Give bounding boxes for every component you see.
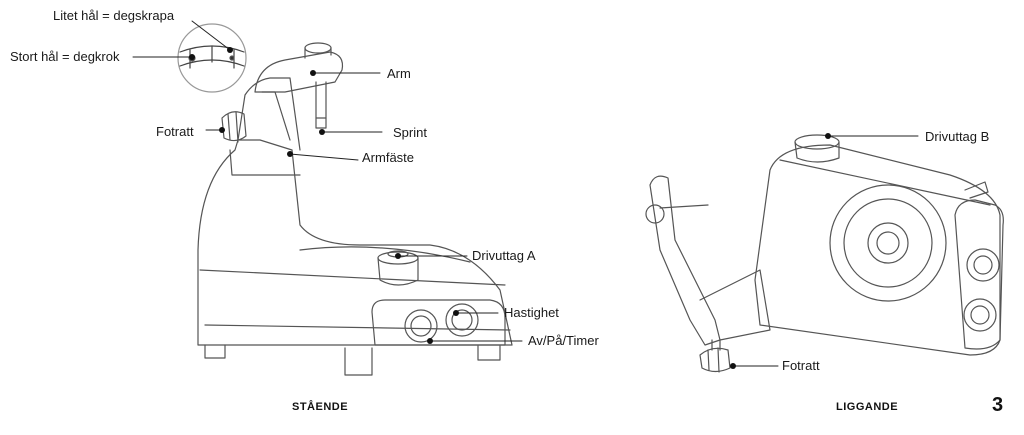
caption-standing: STÅENDE	[292, 401, 349, 413]
label-timer: Av/På/Timer	[528, 333, 599, 348]
label-arm: Arm	[387, 66, 411, 81]
caption-lying: LIGGANDE	[836, 401, 899, 413]
standing-mixer-drawing	[177, 23, 513, 376]
label-standing-knob: Fotratt	[156, 124, 194, 139]
label-lying-knob: Fotratt	[782, 358, 820, 373]
label-small-hole: Litet hål = degskrapa	[53, 8, 175, 23]
label-drive-b: Drivuttag B	[925, 129, 990, 144]
label-pin: Sprint	[393, 125, 427, 140]
lying-mixer-drawing	[645, 134, 1004, 373]
label-speed: Hastighet	[504, 305, 559, 320]
page-number: 3	[992, 394, 1004, 416]
label-large-hole: Stort hål = degkrok	[10, 49, 120, 64]
label-drive-a: Drivuttag A	[472, 248, 536, 263]
label-arm-mount: Armfäste	[362, 150, 415, 165]
lying-leader-lines	[732, 135, 919, 367]
standing-leader-lines	[132, 20, 523, 342]
